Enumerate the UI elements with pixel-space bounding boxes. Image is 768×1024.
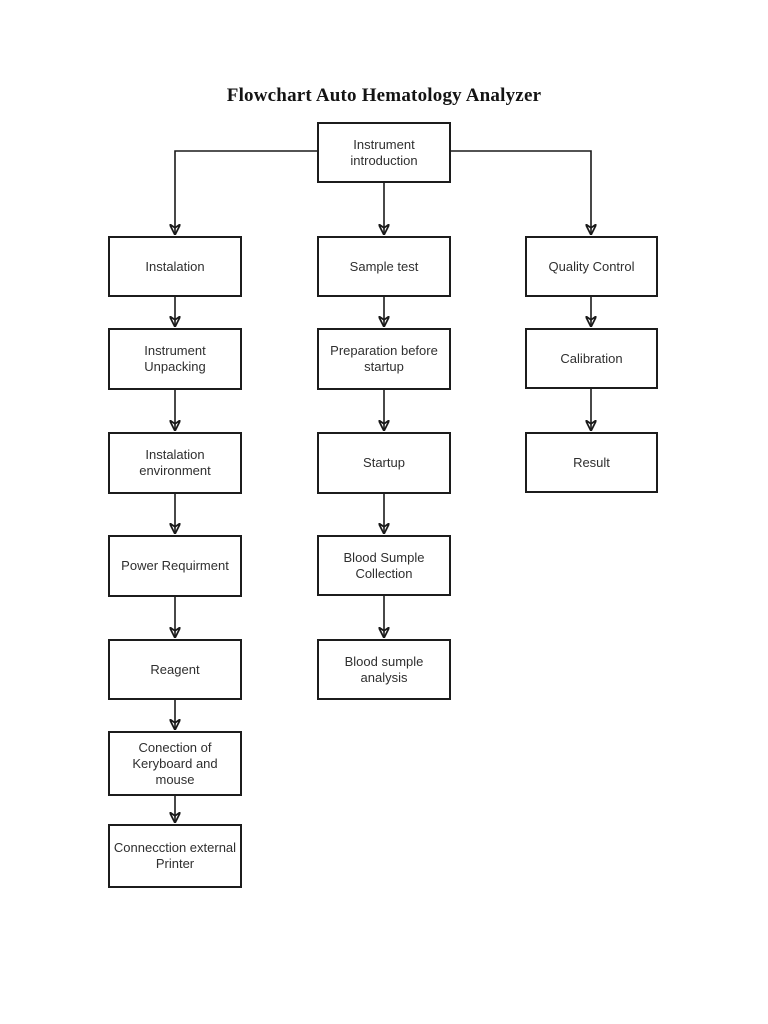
connector-root-to-quality-control	[451, 150, 591, 235]
node-instrument-introduction: Instrument introduction	[317, 122, 451, 183]
node-blood-sumple-analysis: Blood sumple analysis	[317, 639, 451, 700]
connector-root-to-instalation	[175, 150, 317, 235]
node-conection-keyboard-mouse: Conection of Keryboard and mouse	[108, 731, 242, 796]
node-instalation-environment: Instalation environment	[108, 432, 242, 494]
node-connection-external-printer: Connecction external Printer	[108, 824, 242, 888]
node-power-requirment: Power Requirment	[108, 535, 242, 597]
node-instrument-unpacking: Instrument Unpacking	[108, 328, 242, 390]
node-result: Result	[525, 432, 658, 493]
node-reagent: Reagent	[108, 639, 242, 700]
node-startup: Startup	[317, 432, 451, 494]
node-blood-sumple-collection: Blood Sumple Collection	[317, 535, 451, 596]
diagram-title: Flowchart Auto Hematology Analyzer	[226, 85, 542, 106]
node-quality-control: Quality Control	[525, 236, 658, 297]
node-sample-test: Sample test	[317, 236, 451, 297]
node-calibration: Calibration	[525, 328, 658, 389]
node-preparation-before-startup: Preparation before startup	[317, 328, 451, 390]
node-instalation: Instalation	[108, 236, 242, 297]
